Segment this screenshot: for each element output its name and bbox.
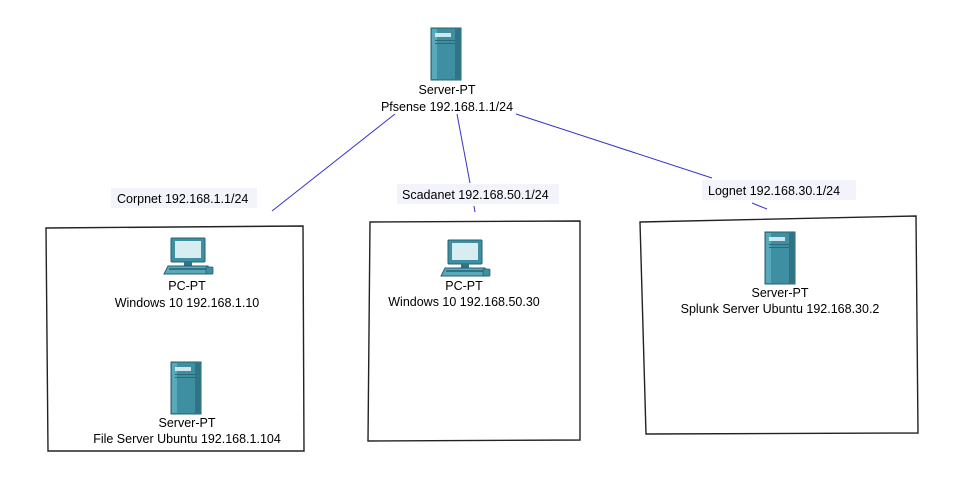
device-type-label: PC-PT bbox=[168, 279, 206, 293]
device-splunk-server[interactable]: Server-PT Splunk Server Ubuntu 192.168.3… bbox=[681, 231, 880, 316]
link-lognet-stub bbox=[751, 202, 768, 210]
network-label-scadanet: Scadanet 192.168.50.1/24 bbox=[397, 184, 559, 204]
link-scadanet-stub bbox=[473, 205, 476, 213]
server-icon bbox=[430, 27, 462, 81]
network-label-corpnet: Corpnet 192.168.1.1/24 bbox=[111, 188, 257, 208]
lognet-label: Lognet 192.168.30.1/24 bbox=[708, 184, 840, 198]
device-name-label: File Server Ubuntu 192.168.1.104 bbox=[93, 432, 281, 446]
network-box-lognet bbox=[639, 215, 919, 435]
server-icon bbox=[170, 361, 202, 415]
pc-icon bbox=[440, 239, 491, 277]
device-type-label: Server-PT bbox=[752, 286, 809, 300]
server-icon bbox=[764, 231, 796, 285]
router-type-label: Server-PT bbox=[419, 83, 476, 97]
device-type-label: Server-PT bbox=[159, 416, 216, 430]
device-corp-file-server[interactable]: Server-PT File Server Ubuntu 192.168.1.1… bbox=[93, 361, 281, 446]
device-name-label: Windows 10 192.168.1.10 bbox=[115, 296, 260, 310]
link-corpnet bbox=[271, 113, 396, 212]
device-corp-pc[interactable]: PC-PT Windows 10 192.168.1.10 bbox=[115, 237, 260, 310]
network-label-lognet: Lognet 192.168.30.1/24 bbox=[702, 180, 856, 200]
device-name-label: Windows 10 192.168.50.30 bbox=[388, 295, 540, 309]
network-box-scadanet bbox=[367, 220, 581, 442]
router-node[interactable]: Server-PT Pfsense 192.168.1.1/24 bbox=[381, 27, 513, 114]
corpnet-label: Corpnet 192.168.1.1/24 bbox=[117, 192, 248, 206]
link-lognet bbox=[515, 113, 713, 179]
network-box-corpnet bbox=[45, 225, 305, 452]
link-scadanet bbox=[456, 113, 471, 184]
router-name-label: Pfsense 192.168.1.1/24 bbox=[381, 100, 513, 114]
pc-icon bbox=[163, 237, 214, 275]
device-name-label: Splunk Server Ubuntu 192.168.30.2 bbox=[681, 302, 880, 316]
device-type-label: PC-PT bbox=[445, 279, 483, 293]
device-scada-pc[interactable]: PC-PT Windows 10 192.168.50.30 bbox=[388, 239, 540, 309]
scadanet-label: Scadanet 192.168.50.1/24 bbox=[402, 188, 549, 202]
